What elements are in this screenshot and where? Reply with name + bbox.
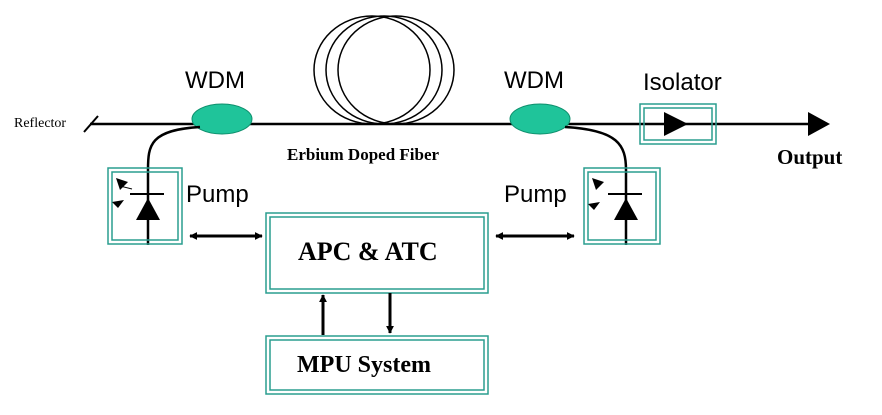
isolator-box-outer <box>639 103 717 145</box>
laser-diode-icon <box>614 198 638 220</box>
isolator-box-inner <box>643 107 713 141</box>
reflector-mark <box>83 115 99 133</box>
isolator-arrow-icon <box>664 112 688 136</box>
laser-diode-icon <box>136 198 160 220</box>
emission-arrow-icon <box>116 178 128 190</box>
mpu-box-inner <box>269 339 485 391</box>
reflector-label: Reflector <box>14 116 66 131</box>
wdm-right-label: WDM <box>504 67 564 94</box>
mpu-label: MPU System <box>297 352 431 378</box>
apc-atc-box-outer <box>265 212 489 294</box>
isolator-label: Isolator <box>643 69 722 96</box>
pump-left-box <box>107 167 183 245</box>
pump-right-box <box>583 167 661 245</box>
mpu-box-outer <box>265 335 489 395</box>
wdm-left-label: WDM <box>185 67 245 94</box>
wdm-left-coupler <box>191 103 253 135</box>
output-arrowhead <box>808 112 830 136</box>
fiber-label: Erbium Doped Fiber <box>287 145 440 164</box>
apc-atc-label: APC & ATC <box>298 237 438 266</box>
wdm-right-coupler <box>509 103 571 135</box>
emission-arrow-icon <box>592 178 604 190</box>
pump-right-label: Pump <box>504 181 567 208</box>
output-label: Output <box>777 145 842 169</box>
apc-atc-box-inner <box>269 216 485 290</box>
pump-left-label: Pump <box>186 181 249 208</box>
fiber-coil <box>313 15 455 125</box>
